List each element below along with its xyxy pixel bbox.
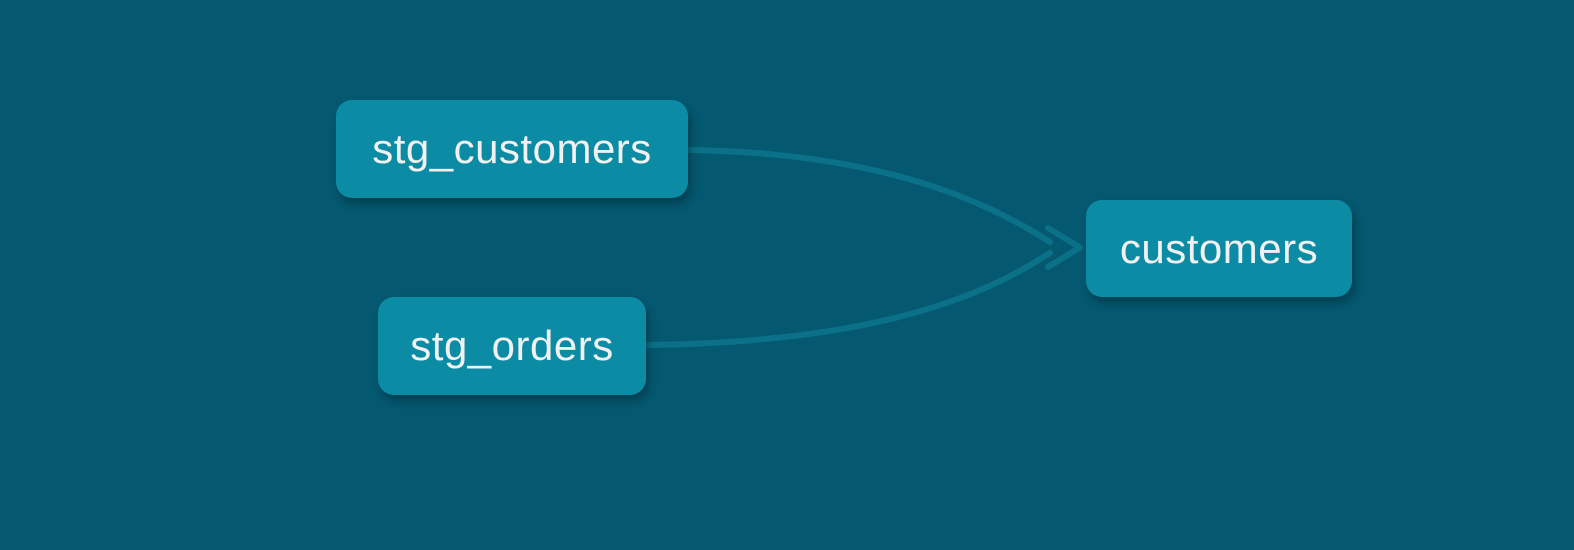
node-customers[interactable]: customers	[1086, 200, 1352, 297]
node-stg-customers[interactable]: stg_customers	[336, 100, 688, 198]
edge-stg_orders-customers	[645, 250, 1053, 348]
edge-stg_customers-customers	[687, 147, 1053, 245]
node-stg-customers-label: stg_customers	[372, 125, 652, 172]
node-stg-orders-label: stg_orders	[410, 322, 614, 369]
node-stg-orders[interactable]: stg_orders	[378, 297, 646, 395]
node-customers-label: customers	[1119, 224, 1319, 272]
arrowhead-icon	[1045, 225, 1083, 270]
